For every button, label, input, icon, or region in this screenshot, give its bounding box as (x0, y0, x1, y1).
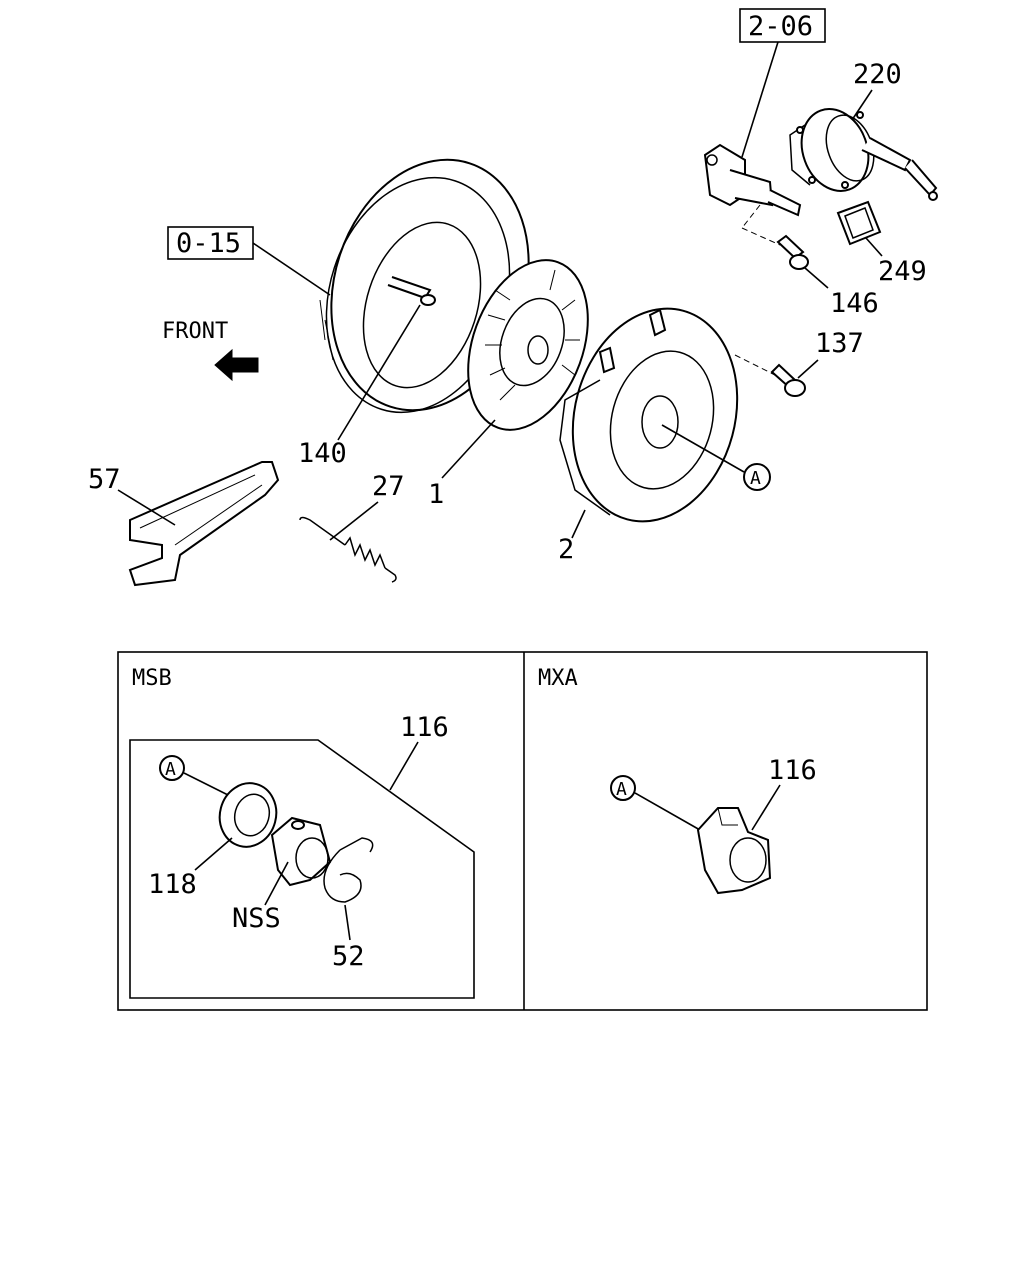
msb-circle-a: A (159, 755, 185, 781)
clutch-disc (467, 259, 589, 431)
leader-137 (797, 359, 819, 379)
mxa-circle-a: A (610, 775, 636, 801)
msb-leader-nss (264, 861, 289, 906)
leader-1 (441, 419, 496, 479)
msb-callout-118: 118 (148, 869, 197, 900)
variants-table (117, 651, 928, 1011)
msb-callout-nss: NSS (232, 903, 281, 934)
msb-inner-box (129, 739, 475, 999)
leader-0-15 (252, 242, 331, 296)
leader-27 (329, 501, 379, 541)
msb-circle-a-label: A (165, 759, 176, 780)
bearing-118 (218, 782, 278, 848)
clip-52 (323, 837, 374, 903)
callout-2: 2 (558, 534, 574, 565)
front-label: FRONT (162, 319, 228, 344)
bolt-146 (776, 234, 809, 270)
leader-dash-137 (734, 354, 776, 376)
callout-137: 137 (815, 328, 864, 359)
callout-249: 249 (878, 256, 927, 287)
callout-220: 220 (853, 59, 902, 90)
release-fork-57 (128, 461, 280, 587)
msb-leader-118 (194, 837, 233, 871)
msb-callout-116: 116 (400, 712, 449, 743)
gasket-249 (836, 200, 882, 246)
bolt-137 (770, 363, 806, 397)
callout-57: 57 (88, 464, 121, 495)
leader-dash-146 (741, 204, 761, 229)
callout-27: 27 (372, 471, 405, 502)
front-arrow-icon (214, 348, 259, 382)
callout-146: 146 (830, 288, 879, 319)
leader-2-06 (741, 41, 779, 158)
callout-140: 140 (298, 438, 347, 469)
leader-a-main (661, 424, 745, 473)
circle-a-main: A (743, 463, 771, 491)
msb-leader-52 (344, 904, 351, 941)
clutch-slave-cylinder (703, 143, 802, 217)
msb-leader-116 (389, 741, 419, 791)
ref-0-15-label: 0-15 (176, 228, 241, 259)
clutch-master-cylinder (789, 108, 938, 201)
msb-callout-52: 52 (332, 941, 365, 972)
spring-27 (299, 516, 397, 583)
leader-2 (571, 509, 586, 539)
circle-a-main-label: A (750, 468, 761, 489)
leader-249 (865, 237, 883, 257)
ref-box-0-15[interactable]: 0-15 (167, 226, 254, 260)
pilot-pin-140 (387, 276, 436, 306)
leader-140 (337, 304, 421, 441)
msb-title: MSB (132, 666, 172, 691)
pressure-plate (559, 307, 739, 523)
ref-box-2-06[interactable]: 2-06 (739, 8, 826, 43)
leader-220 (851, 89, 873, 121)
ref-2-06-label: 2-06 (748, 11, 813, 42)
release-bearing-nss (270, 816, 332, 887)
mxa-leader-116 (751, 784, 781, 831)
release-bearing-mxa (696, 807, 772, 895)
mxa-callout-116: 116 (768, 755, 817, 786)
leader-57 (117, 489, 176, 526)
mxa-title: MXA (538, 666, 578, 691)
leader-146 (804, 267, 829, 289)
callout-1: 1 (428, 479, 444, 510)
mxa-circle-a-label: A (616, 779, 627, 800)
